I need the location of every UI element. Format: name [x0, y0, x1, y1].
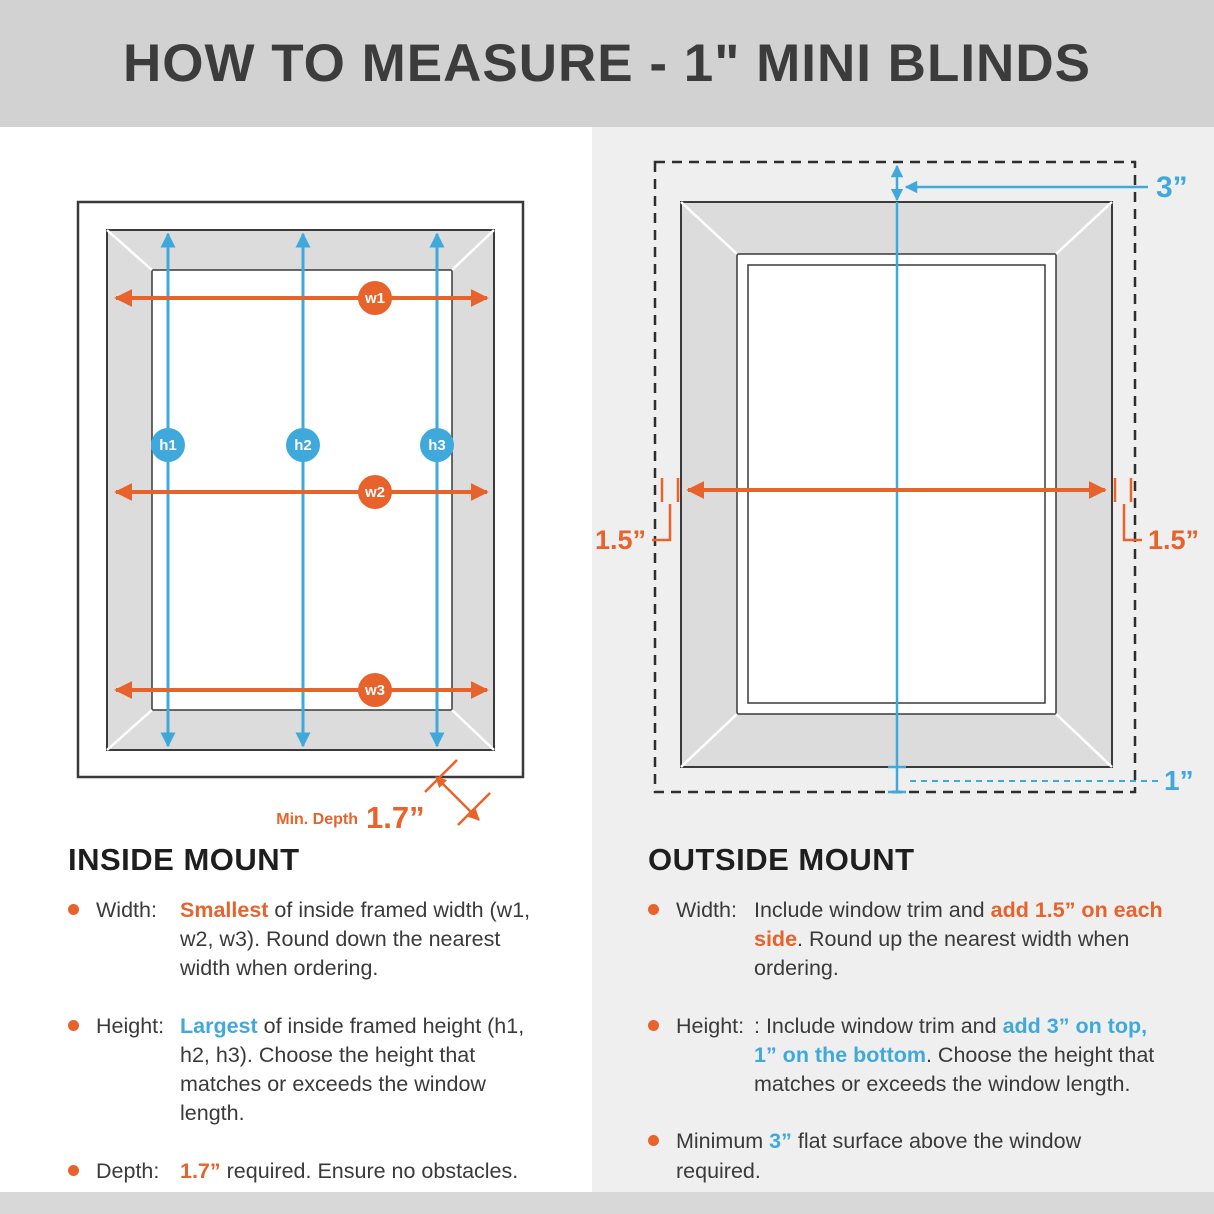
frame-miter — [451, 709, 495, 751]
outside-mount-heading: OUTSIDE MOUNT — [648, 842, 915, 877]
min-depth-value: 1.7” — [366, 800, 425, 835]
right-gap-label: 1.5” — [1148, 525, 1199, 555]
w3-badge — [358, 673, 392, 707]
w1-badge — [358, 281, 392, 315]
w2-badge-label: w2 — [364, 484, 385, 501]
bullet-icon — [648, 904, 659, 915]
frame-miter — [1055, 713, 1113, 768]
item-text: : Include window trim and add 3” on top,… — [754, 1013, 1155, 1097]
item-label: Width: — [96, 898, 157, 922]
h1-badge — [151, 428, 185, 462]
item-text: Largest of inside framed height (h1, h2,… — [180, 1013, 525, 1126]
h2-badge-label: h2 — [294, 437, 312, 454]
left-gap-label: 1.5” — [595, 525, 646, 555]
w1-badge-label: w1 — [364, 290, 385, 307]
outside-mount-section: 3” 1.5” 1.5” 1” OUTSIDE MOUNT — [592, 127, 1214, 1192]
outside-mount-list: Width: Include window trim and add 1.5” … — [648, 896, 1204, 1186]
inside-depth-item: Depth: 1.7” required. Ensure no obstacle… — [68, 1157, 578, 1186]
item-label: Width: — [676, 898, 737, 922]
inside-mount-diagram: w1 w2 w3 h1 h2 h3 Min. Depth 1.7” — [76, 200, 525, 835]
item-text: Minimum 3” flat surface above the window… — [676, 1129, 1082, 1183]
h3-badge-label: h3 — [428, 437, 446, 454]
outside-width-item: Width: Include window trim and add 1.5” … — [648, 896, 1204, 984]
depth-arrow — [435, 776, 480, 821]
inside-height-item: Height: Largest of inside framed height … — [68, 1012, 578, 1129]
item-text: Include window trim and add 1.5” on each… — [754, 898, 1163, 981]
inside-width-item: Width: Smallest of inside framed width (… — [68, 896, 578, 984]
inside-mount-section: w1 w2 w3 h1 h2 h3 Min. Depth 1.7” INSI — [0, 127, 592, 1192]
item-text: 1.7” required. Ensure no obstacles. — [180, 1158, 519, 1183]
page-title: HOW TO MEASURE - 1" MINI BLINDS — [123, 34, 1091, 93]
bullet-icon — [648, 1135, 659, 1147]
item-label: Depth: — [96, 1158, 160, 1183]
bullet-icon — [68, 1019, 79, 1031]
frame-miter — [451, 229, 495, 271]
inside-mount-list: Width: Smallest of inside framed width (… — [68, 896, 578, 1186]
top-gap-label: 3” — [1156, 171, 1188, 204]
inside-mount-text: INSIDE MOUNT Width: Smallest of inside f… — [0, 842, 592, 1186]
depth-tick — [457, 792, 491, 826]
item-text: Smallest of inside framed width (w1, w2,… — [180, 898, 531, 981]
bullet-icon — [648, 1019, 659, 1031]
bullet-icon — [68, 904, 79, 915]
frame-miter — [106, 229, 153, 271]
outside-surface-item: Minimum 3” flat surface above the window… — [648, 1127, 1204, 1185]
h3-badge — [420, 428, 454, 462]
inside-mount-heading: INSIDE MOUNT — [68, 842, 300, 877]
content: w1 w2 w3 h1 h2 h3 Min. Depth 1.7” INSI — [0, 127, 1214, 1192]
bullet-icon — [68, 1164, 79, 1176]
page-header: HOW TO MEASURE - 1" MINI BLINDS — [0, 0, 1214, 127]
frame-miter — [680, 713, 738, 768]
h2-badge — [286, 428, 320, 462]
frame-miter — [680, 201, 738, 255]
outside-mount-text: OUTSIDE MOUNT Width: Include window trim… — [592, 842, 1214, 1186]
bottom-gap-label: 1” — [1164, 765, 1194, 796]
w2-badge — [358, 475, 392, 509]
footer-strip — [0, 1192, 1214, 1214]
outside-height-item: Height: : Include window trim and add 3”… — [648, 1012, 1204, 1100]
right-gap-leader — [1122, 504, 1142, 542]
item-label: Height: — [96, 1013, 165, 1038]
min-depth-label: Min. Depth — [276, 811, 358, 828]
w3-badge-label: w3 — [364, 682, 385, 699]
frame-miter — [1055, 201, 1113, 255]
depth-tick — [424, 759, 458, 793]
item-label: Height: — [676, 1013, 745, 1038]
outside-mount-diagram: 3” 1.5” 1.5” 1” — [595, 160, 1199, 796]
frame-miter — [106, 709, 153, 751]
h1-badge-label: h1 — [159, 437, 177, 454]
left-gap-leader — [652, 504, 672, 542]
